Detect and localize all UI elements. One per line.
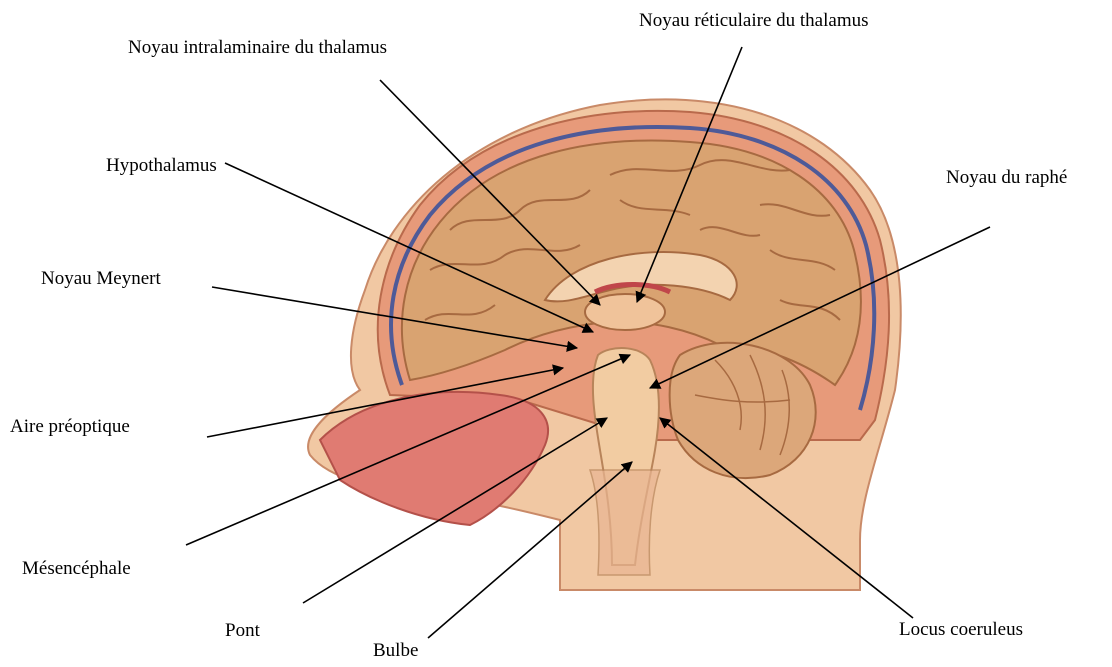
label-bulbe: Bulbe <box>373 640 418 662</box>
label-pont: Pont <box>225 620 260 642</box>
label-noyau-raphe: Noyau du raphé <box>946 167 1067 189</box>
label-hypothalamus: Hypothalamus <box>106 155 217 177</box>
label-noyau-meynert: Noyau Meynert <box>41 268 161 290</box>
label-mesencephale: Mésencéphale <box>22 558 131 580</box>
label-noyau-reticulaire: Noyau réticulaire du thalamus <box>639 10 869 32</box>
label-noyau-intralaminaire: Noyau intralaminaire du thalamus <box>128 37 387 59</box>
spinal-column <box>590 470 660 575</box>
thalamus <box>585 294 665 330</box>
label-aire-preoptique: Aire préoptique <box>10 416 130 438</box>
label-locus-coeruleus: Locus coeruleus <box>899 619 1023 641</box>
head-illustration <box>308 99 901 590</box>
